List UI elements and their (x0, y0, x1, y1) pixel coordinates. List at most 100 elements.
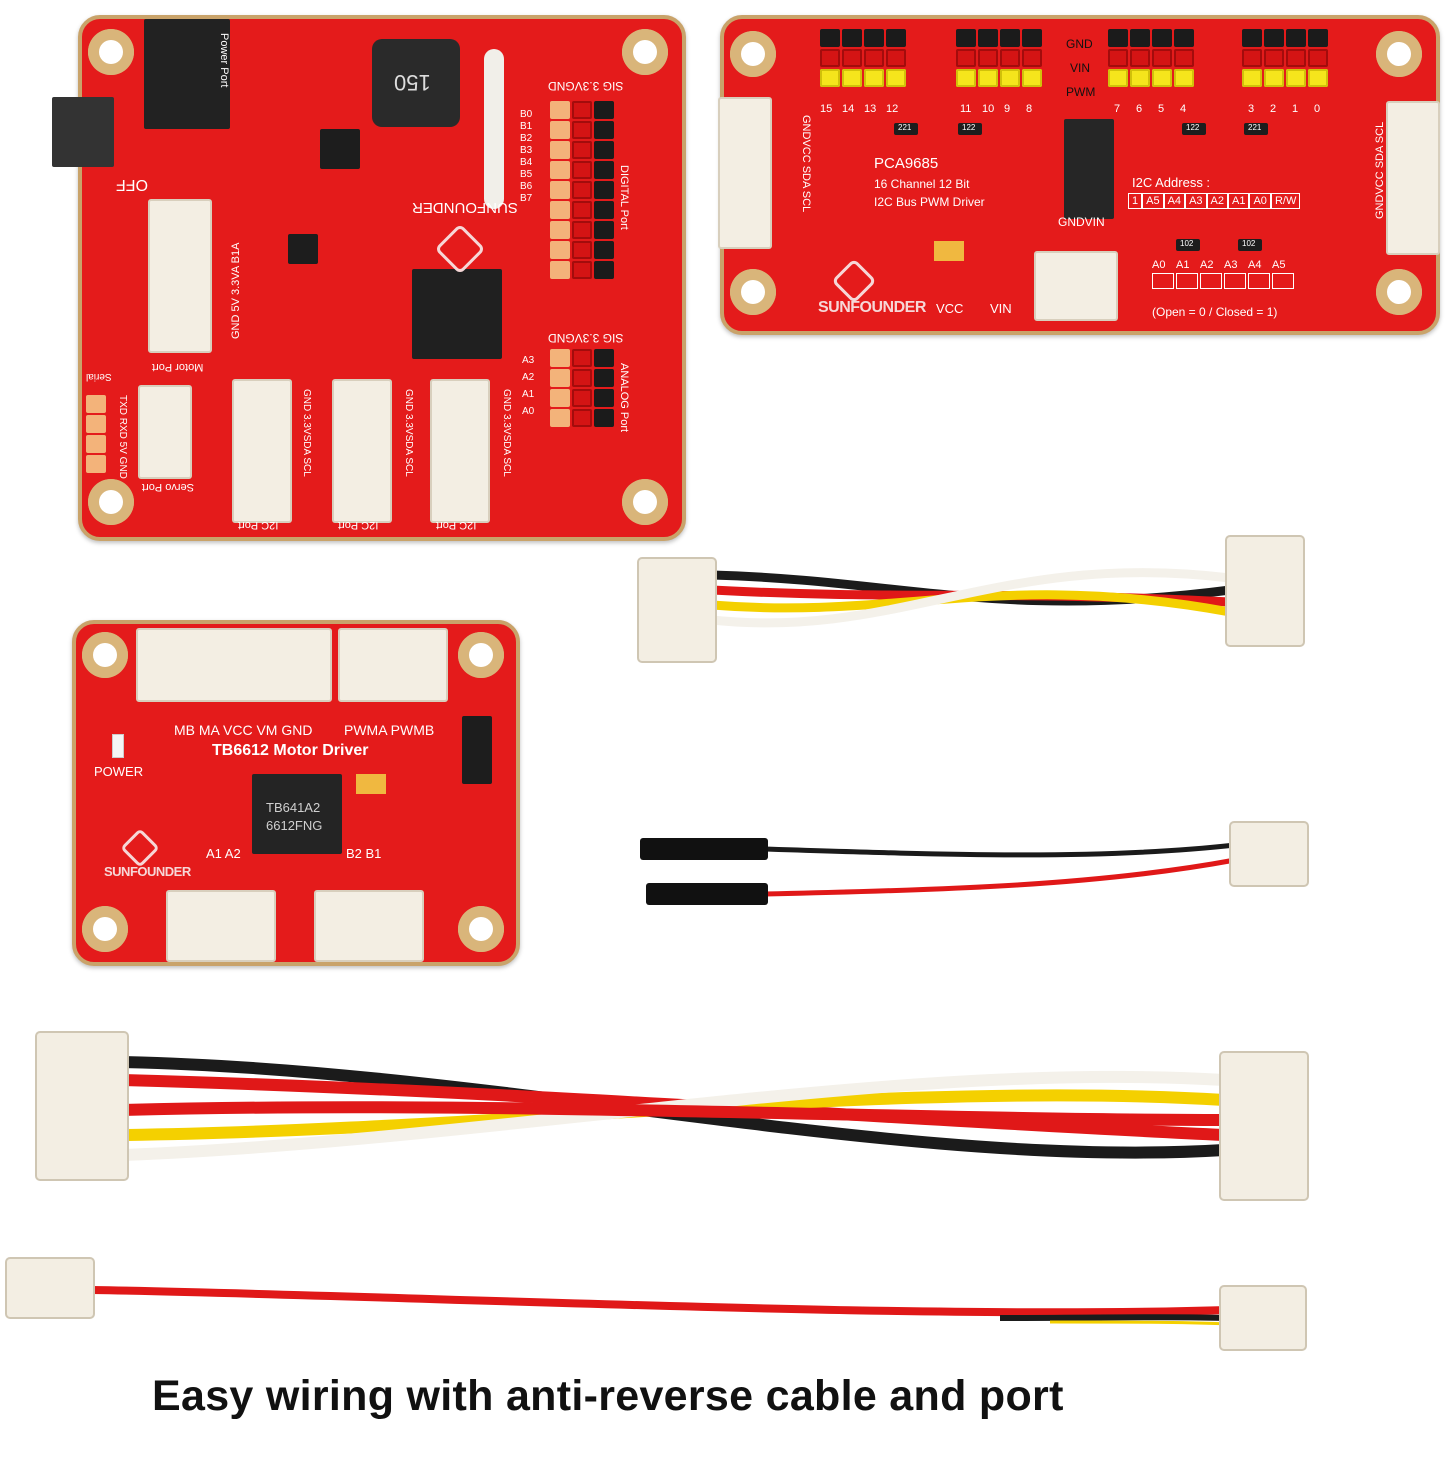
jumper-pad[interactable] (1224, 273, 1246, 289)
resistor-label: 102 (1180, 239, 1194, 248)
chip-line-1: TB641A2 (266, 800, 321, 815)
channel-label: 14 (842, 103, 855, 115)
out-b-label: B2 B1 (346, 846, 382, 861)
mount-hole (622, 479, 668, 525)
jumper-label: A4 (1248, 259, 1262, 271)
row-label-vin: VIN (1070, 61, 1091, 75)
channel-label: 12 (886, 103, 899, 115)
analog-pin-list: A3 A2 A1 A0 (522, 355, 548, 417)
resistor-pack (1176, 239, 1200, 251)
digital-pin-list: B0 B1 B2 B3 B4 B5 B6 B7 (520, 109, 546, 204)
i2c-port-connector-1[interactable] (232, 379, 292, 523)
channel-labels-3: 7 6 5 4 (1114, 103, 1202, 115)
pwm-connector[interactable] (338, 628, 448, 702)
i2c-port-connector-2[interactable] (332, 379, 392, 523)
address-bit: A5 (1142, 193, 1164, 209)
channel-label: 5 (1158, 103, 1165, 115)
pca9685-board: GND VIN PWM 15 14 13 12 11 10 9 8 7 6 5 … (718, 15, 1440, 335)
channel-label: 9 (1004, 103, 1011, 115)
channel-label: 11 (960, 103, 972, 115)
address-bit: A3 (1185, 193, 1207, 209)
power-jack (144, 19, 230, 129)
resistor-label: 221 (1248, 123, 1262, 132)
channel-label: 15 (820, 103, 833, 115)
row-label-gnd: GND (1066, 37, 1093, 51)
pwm-pins-label: PWMA PWMB (344, 722, 435, 738)
mount-hole (458, 632, 504, 678)
mount-hole (622, 29, 668, 75)
top-pins-label: MB MA VCC VM GND (174, 722, 313, 738)
mount-hole (88, 479, 134, 525)
jumper-note: (Open = 0 / Closed = 1) (1152, 305, 1278, 319)
tb6612-chip (252, 774, 342, 854)
address-bit: 1 (1128, 193, 1143, 209)
power-port-label: GNDVIN (1058, 215, 1105, 229)
jumper-label: A1 (1176, 259, 1190, 271)
mount-hole (458, 906, 504, 952)
i2c-out-connector[interactable] (1386, 101, 1440, 255)
resistor-pack (1182, 123, 1206, 135)
capacitor (934, 241, 964, 261)
motor-b-connector[interactable] (314, 890, 424, 962)
digital-header (550, 101, 614, 279)
i2c-port-connector-3[interactable] (430, 379, 490, 523)
resistor-pack (958, 123, 982, 135)
address-bit: A4 (1163, 193, 1186, 209)
channel-label: 1 (1292, 103, 1299, 115)
channel-labels-1: 15 14 13 12 (820, 103, 908, 115)
channel-label: 3 (1248, 103, 1255, 115)
regulator-chip (320, 129, 360, 169)
pca9685-chip (1064, 119, 1114, 219)
address-bit: A1 (1228, 193, 1250, 209)
vin-label: VIN (990, 301, 1012, 316)
tb6612-board: MB MA VCC VM GND PWMA PWMB TB6612 Motor … (72, 620, 520, 966)
channel-label: 4 (1180, 103, 1187, 115)
digital-pin-label: B6 (520, 181, 533, 192)
resistor-label: 102 (1242, 239, 1256, 248)
address-bits: 1 A5 A4 A3 A2 A1 A0 R/W (1128, 193, 1301, 209)
jumper-label: A3 (1224, 259, 1238, 271)
jumper-pad[interactable] (1152, 273, 1174, 289)
resistor-label: 221 (898, 123, 912, 132)
tb-brand: SUNFOUNDER (104, 864, 191, 879)
mount-hole (1376, 269, 1422, 315)
digital-pin-label: B5 (520, 169, 533, 180)
digital-pin-label: B7 (520, 193, 533, 204)
mount-hole (730, 31, 776, 77)
i2c-address-label: I2C Address : (1132, 175, 1211, 190)
caption: Easy wiring with anti-reverse cable and … (152, 1372, 1064, 1420)
power-led (112, 734, 124, 758)
channel-label: 2 (1270, 103, 1277, 115)
motor-control-connector[interactable] (136, 628, 332, 702)
channel-label: 8 (1026, 103, 1033, 115)
servo-port-connector[interactable] (138, 385, 192, 479)
tb-title: TB6612 Motor Driver (212, 742, 369, 759)
diode (462, 716, 492, 784)
digital-pin-label: B1 (520, 121, 533, 132)
channel-labels-2: 11 10 9 8 (960, 103, 1048, 115)
i2c-in-connector[interactable] (718, 97, 772, 249)
power-connector[interactable] (1034, 251, 1118, 321)
channel-labels-4: 3 2 1 0 (1248, 103, 1336, 115)
inductor (372, 39, 460, 127)
power-label: POWER (94, 764, 144, 779)
channel-label: 6 (1136, 103, 1143, 115)
four-wire-cable-short (637, 535, 1305, 663)
jumper-pad[interactable] (1248, 273, 1270, 289)
digital-pin-label: B4 (520, 157, 533, 168)
digital-pin-label: B2 (520, 133, 533, 144)
address-bit: A0 (1249, 193, 1271, 209)
motor-port-connector[interactable] (148, 199, 212, 353)
jumper-pad[interactable] (1200, 273, 1222, 289)
jumper-pad[interactable] (1272, 273, 1294, 289)
resistor-pack (1244, 123, 1268, 135)
motor-a-connector[interactable] (166, 890, 276, 962)
pwm-header-group-2 (956, 29, 1042, 87)
channel-label: 0 (1314, 103, 1321, 115)
address-bit: A2 (1206, 193, 1228, 209)
jumper-pad[interactable] (1176, 273, 1198, 289)
analog-pin-label: A3 (522, 355, 535, 366)
resistor-label: 122 (962, 123, 976, 132)
power-switch[interactable] (52, 97, 114, 167)
